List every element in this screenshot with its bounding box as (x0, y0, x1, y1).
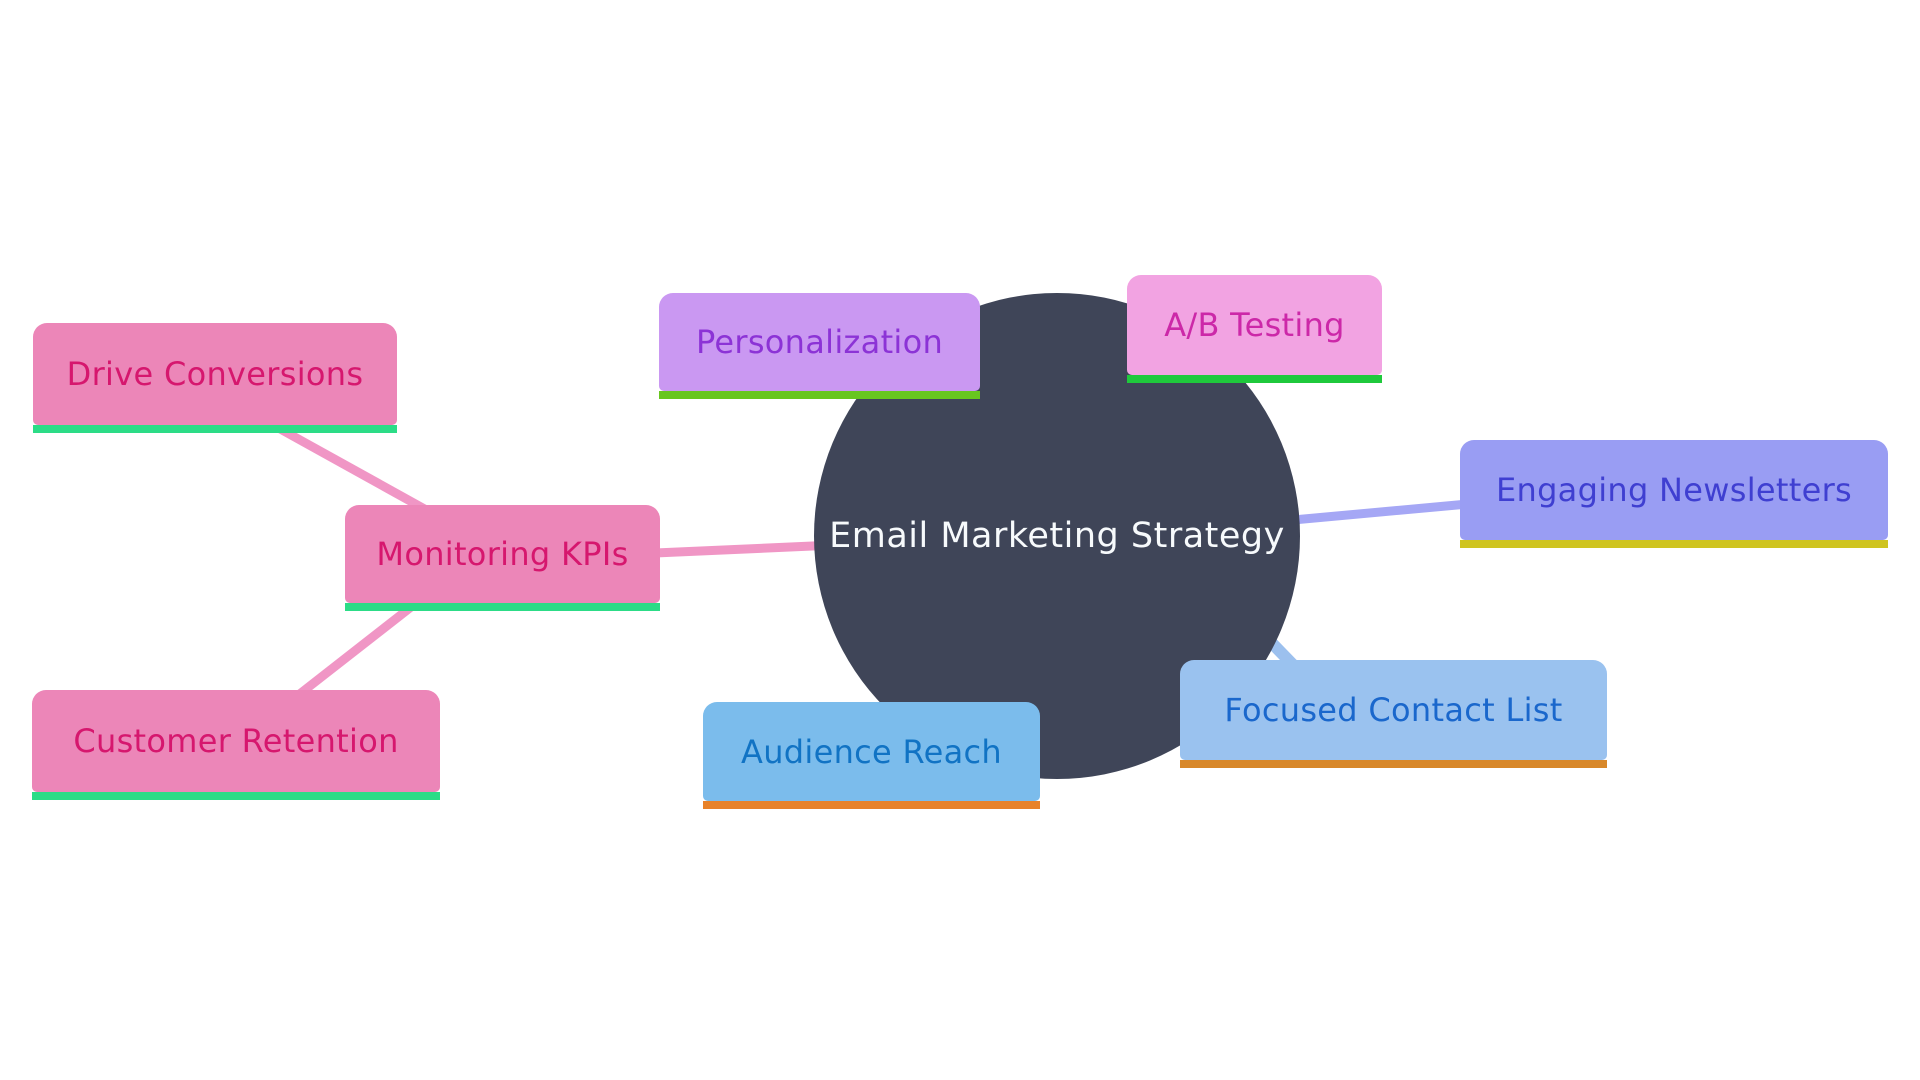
node-underline-bar (703, 801, 1040, 809)
central-node-label: Email Marketing Strategy (829, 516, 1285, 556)
node-label: Audience Reach (741, 732, 1002, 771)
node-box: Engaging Newsletters (1460, 440, 1888, 540)
node-underline-bar (659, 391, 980, 399)
node-box: A/B Testing (1127, 275, 1382, 375)
node-underline-bar (1180, 760, 1607, 768)
node-label: Customer Retention (73, 722, 399, 760)
connector-monitoring-kpis (654, 540, 836, 558)
node-underline-bar (345, 603, 660, 611)
node-label: Engaging Newsletters (1495, 471, 1853, 509)
connector-drive-conversions (261, 416, 433, 516)
node-monitoring-kpis: Monitoring KPIs (345, 505, 660, 611)
node-underline-bar (32, 792, 440, 800)
node-label: Drive Conversions (66, 355, 364, 393)
node-audience-reach: Audience Reach (703, 702, 1040, 809)
node-personalization: Personalization (659, 293, 980, 399)
node-label: A/B Testing (1164, 306, 1345, 344)
node-box: Customer Retention (32, 690, 440, 792)
node-customer-retention: Customer Retention (32, 690, 440, 800)
node-underline-bar (1127, 375, 1382, 383)
node-box: Focused Contact List (1180, 660, 1607, 760)
node-label: Focused Contact List (1224, 691, 1563, 729)
node-ab-testing: A/B Testing (1127, 275, 1382, 383)
node-drive-conversions: Drive Conversions (33, 323, 397, 433)
connector-engaging-newsletters (1281, 499, 1469, 526)
node-box: Audience Reach (703, 702, 1040, 801)
node-underline-bar (33, 425, 397, 433)
node-box: Monitoring KPIs (345, 505, 660, 603)
node-underline-bar (1460, 540, 1888, 548)
node-box: Personalization (659, 293, 980, 391)
connector-customer-retention (289, 596, 423, 704)
node-label: Monitoring KPIs (376, 535, 629, 573)
node-focused-contact-list: Focused Contact List (1180, 660, 1607, 768)
node-label: Personalization (695, 323, 944, 361)
node-box: Drive Conversions (33, 323, 397, 425)
node-engaging-newsletters: Engaging Newsletters (1460, 440, 1888, 548)
